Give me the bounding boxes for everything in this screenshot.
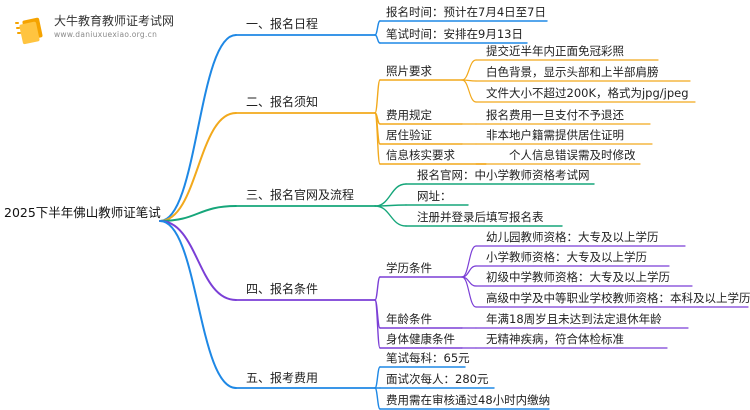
b4-item-3: 身体健康条件	[386, 332, 455, 346]
b5-item-3: 费用需在审核通过48小时内缴纳	[386, 393, 551, 407]
branch-3-label: 三、报名官网及流程	[246, 188, 355, 202]
brand-url: www.daniuxuexiao.org.cn	[54, 30, 158, 39]
b2-item-4: 信息核实要求	[386, 148, 455, 162]
branch-1-label: 一、报名日程	[246, 17, 319, 31]
branch-3-curve	[159, 205, 237, 222]
b5-item-1: 笔试每科：65元	[386, 351, 470, 365]
branch-2-curve	[159, 112, 237, 222]
b4-item-1-leaf-2: 小学教师资格：大专及以上学历	[486, 250, 647, 264]
b4-item-1-leaf-4-curve	[461, 276, 477, 308]
branch-4-label: 四、报名条件	[246, 282, 319, 296]
b2-item-4-curve	[374, 112, 381, 165]
b2-item-4-leaf-1: 个人信息错误需及时修改	[509, 148, 636, 162]
b3-item-1-curve	[374, 183, 407, 207]
b5-item-1-curve	[374, 366, 381, 389]
b3-item-3: 注册并登录后填写报名表	[417, 210, 544, 224]
b2-item-1-leaf-1: 提交近半年内正面免冠彩照	[486, 44, 624, 58]
b2-item-1: 照片要求	[386, 64, 432, 78]
b3-item-3-curve	[374, 205, 407, 227]
b4-item-3-leaf-1: 无精神疾病，符合体检标准	[486, 332, 624, 346]
branch-5-curve	[159, 220, 237, 389]
branch-1-curve	[159, 34, 237, 222]
b4-item-1-leaf-3: 初级中学教师资格：大专及以上学历	[486, 270, 670, 284]
branch-2-label: 二、报名须知	[246, 95, 319, 109]
b1-item-2: 笔试时间：安排在9月13日	[386, 27, 523, 41]
b1-item-1: 报名时间：预计在7月4日至7日	[386, 5, 546, 19]
book-logo-icon	[15, 17, 43, 45]
b2-item-1-leaf-3: 文件大小不超过200K，格式为jpg/jpeg	[486, 86, 689, 100]
b4-item-1-curve	[374, 276, 381, 301]
b4-item-1: 学历条件	[386, 261, 432, 275]
b2-item-1-leaf-3-curve	[461, 79, 477, 103]
b2-item-1-leaf-1-curve	[461, 59, 477, 81]
b1-item-1-curve	[374, 20, 381, 36]
b3-item-1: 报名官网：中小学教师资格考试网	[417, 168, 590, 182]
b1-item-2-curve	[374, 34, 381, 44]
b4-item-2: 年龄条件	[386, 312, 432, 326]
brand-name: 大牛教育教师证考试网	[54, 14, 175, 28]
root-topic: 2025下半年佛山教师证笔试	[4, 205, 161, 220]
b4-item-3-curve	[374, 299, 381, 349]
branch-4-curve	[159, 220, 237, 301]
b5-item-3-curve	[374, 387, 381, 410]
b4-item-1-leaf-4: 高级中学及中等职业学校教师资格：本科及以上学历	[486, 291, 750, 305]
b5-item-2: 面试次每人：280元	[386, 372, 489, 386]
branch-5-label: 五、报考费用	[246, 371, 319, 385]
b2-item-1-leaf-2: 白色背景，显示头部和上半部肩膀	[486, 65, 659, 79]
b2-item-2: 费用规定	[386, 108, 432, 122]
b4-item-2-leaf-1: 年满18周岁且未达到法定退休年龄	[486, 312, 662, 326]
b4-item-1-leaf-1: 幼儿园教师资格：大专及以上学历	[486, 230, 659, 244]
b2-item-1-curve	[374, 79, 381, 114]
b2-item-3: 居住验证	[386, 128, 432, 142]
b2-item-3-leaf-1: 非本地户籍需提供居住证明	[486, 128, 624, 142]
b2-item-2-leaf-1: 报名费用一旦支付不予退还	[486, 108, 624, 122]
b3-item-2: 网址：	[417, 189, 452, 203]
